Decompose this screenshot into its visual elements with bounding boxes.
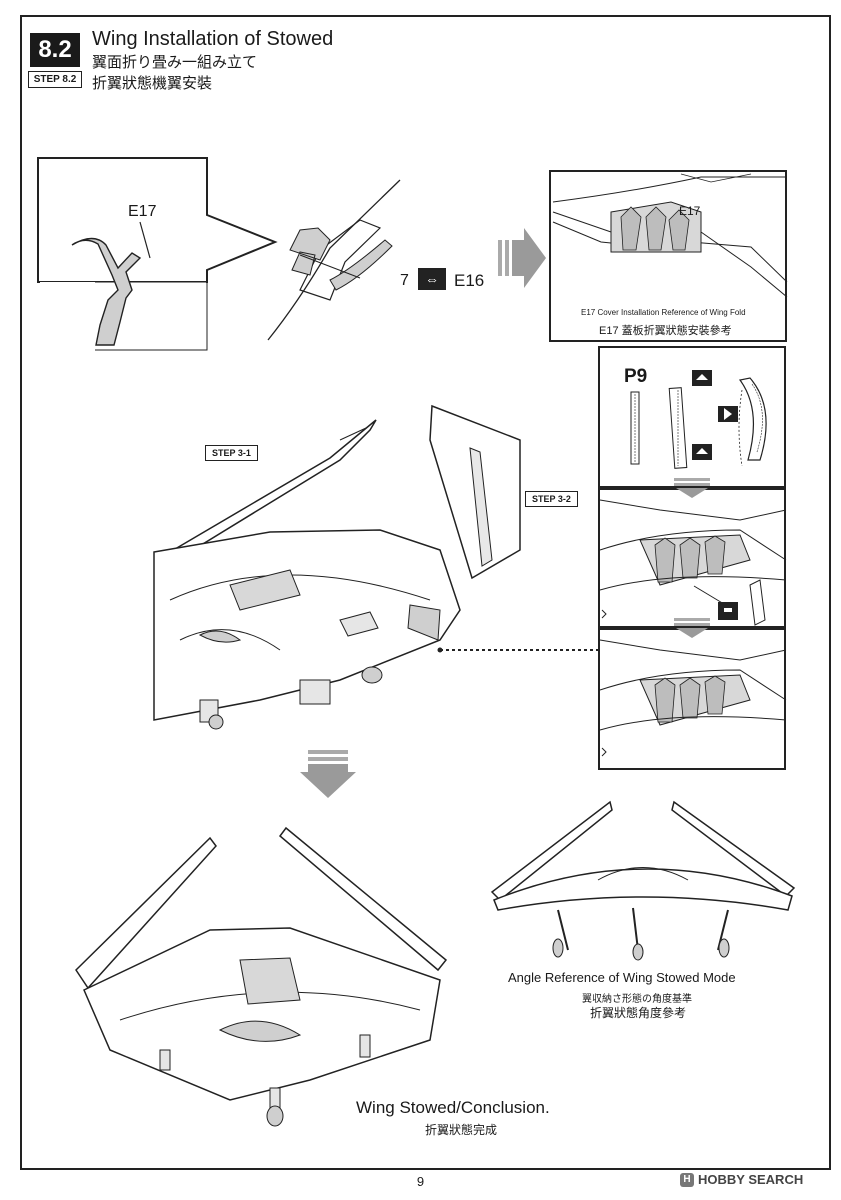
page-frame [20,15,831,1170]
aircraft-front-view [490,800,796,961]
step-number: 8.2 [38,36,72,63]
step-3-2-label: STEP 3-2 [525,491,578,507]
step-number-badge: 8.2 [30,33,80,67]
title-japanese: 翼面折り畳み一組み立て [92,54,258,71]
step-tag: STEP 8.2 [28,71,82,88]
title-english: Wing Installation of Stowed [92,28,334,50]
part-e16-label: E16 [454,271,485,290]
arrow-down-icon [674,478,710,498]
watermark: H HOBBY SEARCH [680,1172,803,1187]
photo-step-panel-1 [598,488,787,628]
photo-etch-panel: P9 [598,346,786,488]
step-3-1-label: STEP 3-1 [205,445,258,461]
title-chinese: 折翼狀態機翼安裝 [92,75,213,92]
aircraft-stowed-illustration [75,826,448,1127]
arrow-down-icon [674,618,710,638]
reference-panel: E17 E17 Cover Installation Reference of … [549,170,788,342]
watermark-logo-icon: H [680,1172,694,1187]
watermark-text: HOBBY SEARCH [698,1172,804,1187]
reference-part-label: E17 [679,204,701,218]
photo-etch-part-label: P9 [624,366,648,387]
page-number: 9 [416,1174,425,1189]
part-e17-label: E17 [128,203,157,220]
multiply-parts-icon: ⇔ [418,268,446,290]
aircraft-main-illustration [153,404,598,730]
angle-reference-en: Angle Reference of Wing Stowed Mode [508,970,736,985]
arrow-down-icon [300,750,356,798]
photo-step-panel-2 [598,628,787,770]
arrow-right-icon [498,228,546,288]
reference-caption-en: E17 Cover Installation Reference of Wing… [581,308,746,317]
reference-caption-zh: E17 蓋板折翼狀態安裝參考 [599,325,732,337]
part-count-label: 7 [400,272,409,289]
angle-reference-jp: 翼収納さ形態の角度基準 [582,994,692,1005]
conclusion-en: Wing Stowed/Conclusion. [356,1098,550,1117]
conclusion-zh: 折翼狀態完成 [425,1123,498,1137]
angle-reference-zh: 折翼狀態角度參考 [590,1006,687,1020]
